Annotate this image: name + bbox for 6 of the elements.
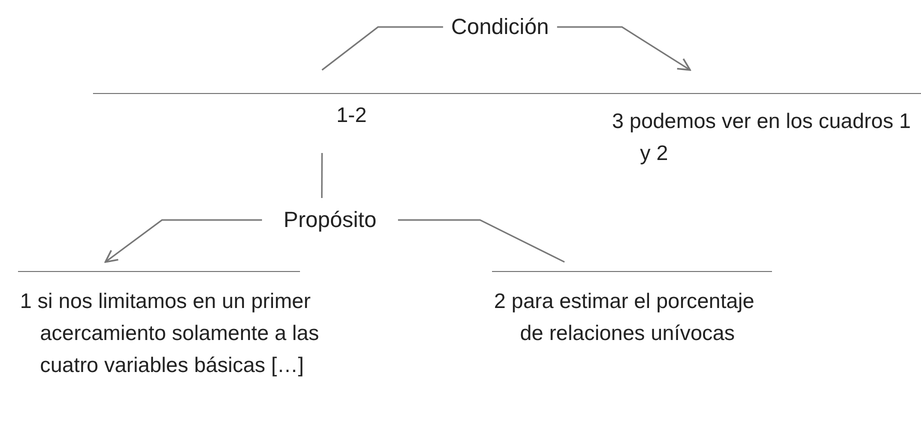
topic-text: 1-2 [335,103,368,129]
topic-text: 2 para estimar el porcentaje de relaciones unívocas [494,289,756,347]
topic-text: 1 si nos limitamos en un primer acercamiento solamente a las cuatro variables básicas […] [20,289,320,379]
topic-text: 3 podemos ver en los cuadros 1 y 2 [612,109,912,167]
branch-label: Propósito [262,198,398,242]
connector-arrow [104,219,262,263]
